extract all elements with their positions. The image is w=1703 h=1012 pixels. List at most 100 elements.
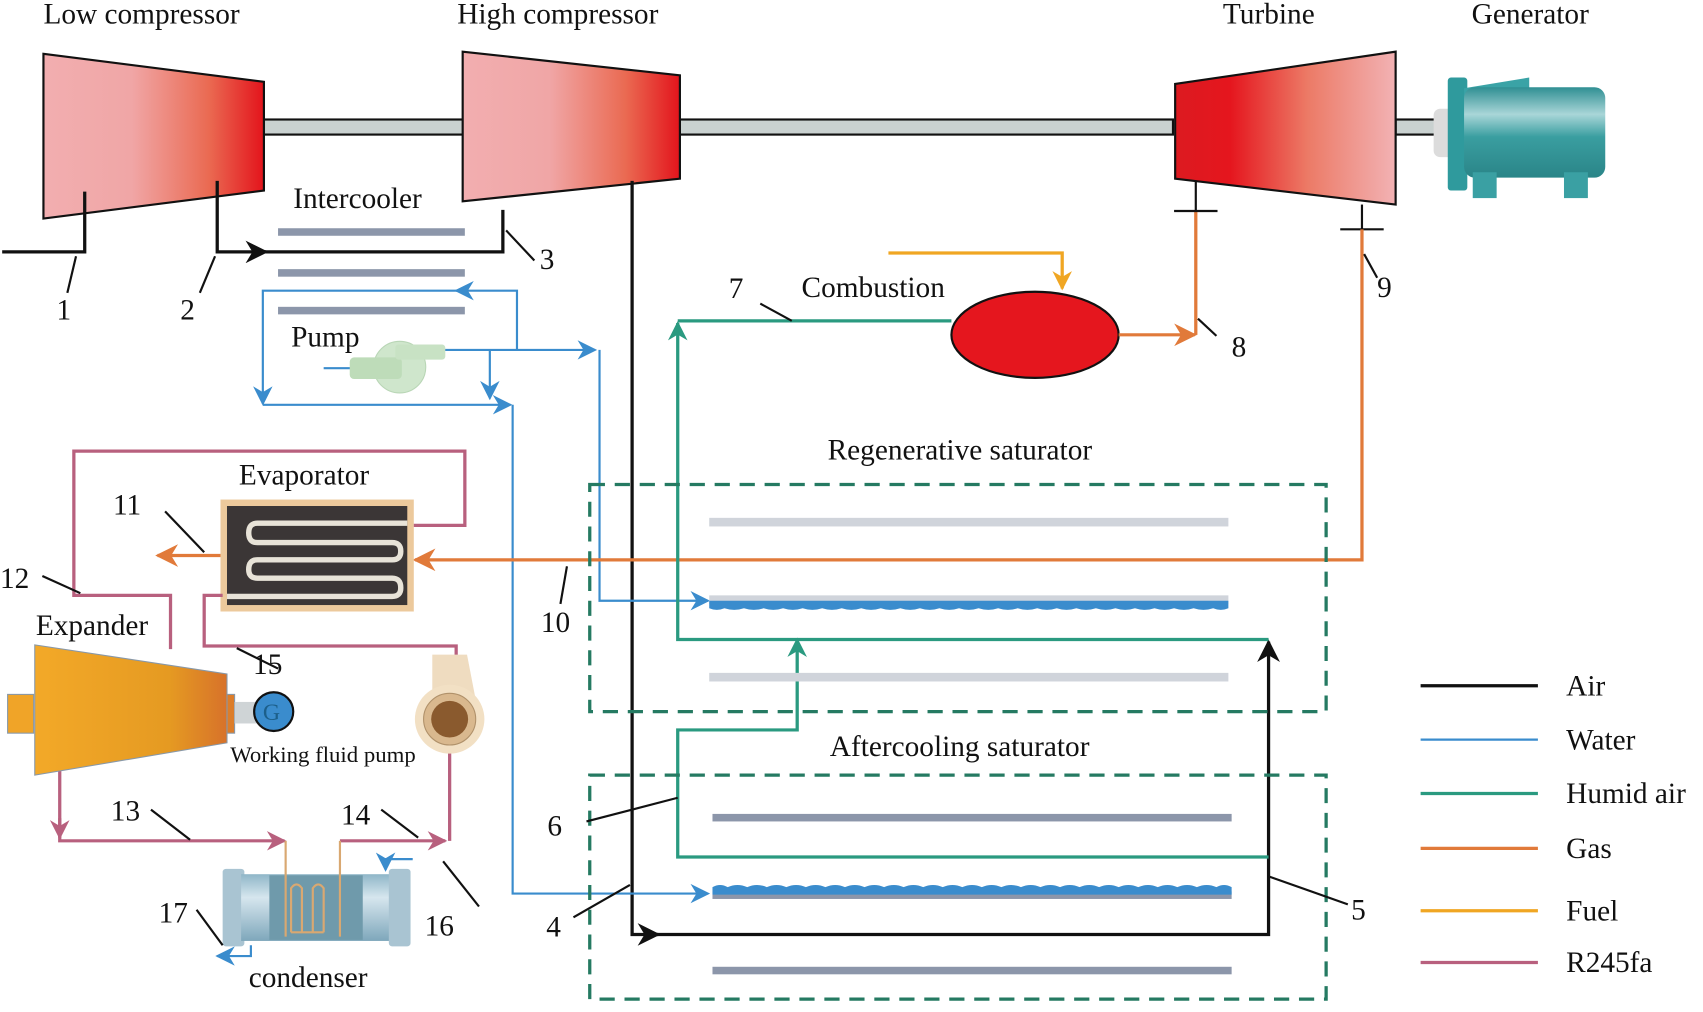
aftercool-plate-top bbox=[712, 813, 1232, 822]
intercooler-label: Intercooler bbox=[293, 183, 422, 215]
leader-16 bbox=[442, 860, 480, 908]
expander bbox=[7, 644, 259, 776]
shaft-hp-turbine bbox=[678, 118, 1175, 136]
low-compressor bbox=[42, 52, 266, 220]
water-to-aftercooler bbox=[511, 404, 711, 904]
leader-2 bbox=[198, 255, 217, 294]
legend-label: Air bbox=[1566, 671, 1605, 703]
regen-plate-bottom bbox=[709, 672, 1229, 682]
leader-14 bbox=[380, 808, 419, 839]
turbine-label: Turbine bbox=[1223, 0, 1315, 31]
legend-item: Water bbox=[1420, 724, 1636, 756]
leader-15 bbox=[236, 647, 279, 670]
air-intercooler-to-hp bbox=[260, 209, 505, 254]
leader-9 bbox=[1363, 253, 1379, 279]
fuel-line bbox=[888, 251, 1072, 291]
leader-10 bbox=[559, 566, 569, 605]
leader-6 bbox=[586, 796, 678, 823]
generator-icon bbox=[1433, 77, 1606, 199]
gas-turbine-exhaust bbox=[412, 229, 1364, 572]
air-aftercooler-riser bbox=[653, 639, 1280, 937]
evaporator bbox=[220, 499, 414, 612]
state-point-14: 14 bbox=[341, 800, 371, 832]
low-compressor-label: Low compressor bbox=[43, 0, 239, 31]
legend-label: Fuel bbox=[1566, 896, 1618, 928]
leader-3 bbox=[505, 229, 536, 262]
leader-4 bbox=[572, 884, 631, 919]
shaft-lp-hp bbox=[262, 118, 466, 136]
air-lp-to-intercooler bbox=[215, 180, 269, 264]
orc-generator-icon: G bbox=[253, 691, 295, 733]
state-point-8: 8 bbox=[1232, 331, 1247, 363]
legend-item: Humid air bbox=[1420, 778, 1686, 810]
working-fluid-pump-label: Working fluid pump bbox=[230, 742, 416, 767]
legend-label: Water bbox=[1566, 724, 1636, 756]
regen-water-film bbox=[709, 595, 1229, 610]
state-point-3: 3 bbox=[540, 244, 555, 276]
state-point-16: 16 bbox=[425, 911, 454, 943]
water-pump-icon bbox=[349, 340, 446, 394]
regenerative-saturator-label: Regenerative saturator bbox=[828, 435, 1093, 467]
legend-item: Fuel bbox=[1420, 896, 1618, 928]
combustion-label: Combustion bbox=[802, 272, 946, 304]
humid-regen-to-combustor bbox=[667, 321, 1269, 642]
water-intercooler-return bbox=[253, 289, 460, 406]
regenerative-saturator-box bbox=[588, 482, 1328, 714]
legend-label: Gas bbox=[1566, 833, 1612, 865]
legend-item: R245fa bbox=[1420, 947, 1652, 979]
regen-plate-top bbox=[709, 517, 1229, 527]
leader-11 bbox=[164, 510, 205, 554]
aftercooling-saturator-label: Aftercooling saturator bbox=[830, 731, 1090, 763]
orc-generator-glyph: G bbox=[263, 700, 280, 726]
leader-7 bbox=[759, 302, 793, 322]
condenser-label: condenser bbox=[249, 962, 368, 994]
state-point-2: 2 bbox=[180, 295, 195, 327]
air-hp-to-aftercooler bbox=[630, 180, 661, 946]
leader-5 bbox=[1268, 875, 1349, 906]
expander-label: Expander bbox=[36, 610, 149, 642]
legend-item: Gas bbox=[1420, 833, 1612, 865]
turbine bbox=[1174, 50, 1397, 206]
intercooler bbox=[278, 228, 465, 315]
state-point-7: 7 bbox=[729, 273, 744, 305]
r245-evaporator-to-expander bbox=[72, 449, 467, 650]
state-point-15: 15 bbox=[253, 649, 282, 681]
leader-17 bbox=[195, 909, 224, 946]
water-to-intercooler bbox=[454, 280, 519, 350]
combustion-chamber bbox=[950, 290, 1120, 379]
aftercool-plate-bottom bbox=[712, 966, 1232, 975]
aftercooling-saturator-box bbox=[588, 773, 1328, 1001]
state-point-6: 6 bbox=[547, 811, 562, 843]
leader-12 bbox=[41, 574, 81, 595]
high-compressor-label: High compressor bbox=[457, 0, 658, 31]
state-point-13: 13 bbox=[111, 795, 140, 827]
leader-1 bbox=[66, 255, 78, 294]
air-inlet-line bbox=[2, 191, 87, 254]
legend-label: Humid air bbox=[1566, 778, 1686, 810]
water-to-regenerator bbox=[598, 349, 711, 611]
condenser-cooling-water-in bbox=[375, 852, 413, 872]
legend-item: Air bbox=[1420, 671, 1606, 703]
state-point-9: 9 bbox=[1377, 272, 1392, 304]
leader-8 bbox=[1197, 317, 1218, 337]
leader-13 bbox=[150, 808, 191, 841]
evaporator-label: Evaporator bbox=[239, 460, 370, 492]
state-point-4: 4 bbox=[546, 912, 561, 944]
state-point-5: 5 bbox=[1351, 895, 1366, 927]
high-compressor bbox=[461, 50, 681, 203]
condenser bbox=[222, 840, 411, 947]
state-point-10: 10 bbox=[541, 607, 570, 639]
legend-label: R245fa bbox=[1566, 947, 1652, 979]
working-fluid-pump-icon bbox=[414, 654, 485, 754]
condenser-cooling-water-out bbox=[215, 945, 252, 966]
generator-label: Generator bbox=[1472, 0, 1589, 31]
humid-aftercooler-to-regen bbox=[676, 637, 1269, 859]
state-point-1: 1 bbox=[56, 295, 71, 327]
state-point-12: 12 bbox=[0, 563, 29, 595]
r245-expander-to-condenser bbox=[58, 767, 287, 851]
state-point-17: 17 bbox=[159, 898, 188, 930]
pump-label: Pump bbox=[291, 322, 359, 354]
aftercool-water-film bbox=[712, 884, 1232, 899]
